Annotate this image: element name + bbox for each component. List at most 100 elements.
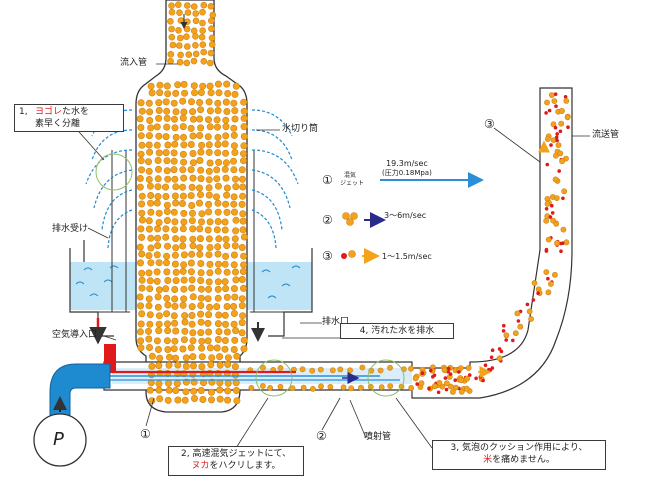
rice-grain bbox=[170, 157, 178, 165]
rice-grain bbox=[441, 367, 448, 374]
rice-grain bbox=[170, 99, 178, 107]
rice-grain bbox=[165, 379, 173, 387]
rice-grain bbox=[147, 192, 155, 200]
rice-grain bbox=[155, 259, 163, 267]
legend-name-1b: ジェット bbox=[340, 180, 365, 187]
rice-grain bbox=[147, 199, 155, 207]
rice-grain bbox=[240, 98, 248, 106]
rice-grain bbox=[189, 209, 197, 217]
rice-grain bbox=[188, 202, 196, 210]
rice-grain bbox=[188, 311, 196, 319]
rice-grain bbox=[457, 370, 461, 374]
rice-grain bbox=[504, 338, 509, 342]
rice-grain bbox=[531, 280, 538, 286]
rice-grain bbox=[137, 344, 145, 352]
rice-grain bbox=[188, 284, 196, 292]
rice-grain bbox=[154, 193, 162, 201]
rice-grain bbox=[207, 3, 215, 10]
rice-grain bbox=[221, 278, 229, 286]
rice-grain bbox=[198, 210, 206, 218]
rice-grain bbox=[196, 157, 204, 165]
callout-3-line1: 気泡のクッション作用により、 bbox=[462, 443, 588, 453]
callout-1-red: ヨゴレ bbox=[35, 107, 63, 117]
rice-grain bbox=[222, 320, 230, 328]
rice-grain bbox=[162, 233, 170, 241]
callout-3-red: 米 bbox=[483, 455, 493, 465]
rice-grain bbox=[215, 235, 223, 243]
rice-grain bbox=[179, 301, 187, 309]
rice-grain bbox=[154, 234, 162, 242]
rice-grain bbox=[544, 200, 551, 207]
rice-grain bbox=[216, 353, 224, 361]
rice-grain bbox=[180, 108, 188, 116]
rice-grain bbox=[184, 43, 191, 50]
rice-grain bbox=[146, 277, 154, 285]
rice-grain bbox=[198, 218, 206, 226]
rice-grain bbox=[197, 386, 205, 394]
rice-grain bbox=[138, 276, 146, 284]
rice-grain bbox=[146, 108, 154, 116]
rice-grain bbox=[170, 149, 178, 157]
rice-grain bbox=[408, 384, 415, 391]
rice-grain bbox=[146, 117, 154, 125]
rice-grain bbox=[387, 364, 393, 371]
callout-2-num: 2, bbox=[180, 449, 190, 459]
rice-grain bbox=[167, 50, 175, 58]
rice-grain bbox=[215, 311, 223, 319]
rice-grain bbox=[214, 218, 222, 226]
rice-grain bbox=[182, 388, 190, 396]
rice-grain bbox=[154, 242, 162, 250]
rice-grain bbox=[232, 276, 240, 284]
rice-grain bbox=[138, 141, 146, 149]
rice-grain bbox=[176, 58, 184, 66]
rice-grain bbox=[358, 384, 364, 391]
rice-grain bbox=[222, 159, 230, 167]
rice-grain bbox=[221, 311, 229, 319]
rice-grain bbox=[554, 104, 558, 108]
rice-grain bbox=[137, 302, 145, 310]
rice-grain bbox=[550, 211, 555, 215]
rice-grain bbox=[436, 379, 443, 386]
rice-grain bbox=[232, 82, 240, 90]
rice-grain bbox=[239, 226, 247, 234]
rice-grain bbox=[198, 344, 206, 352]
rice-grain bbox=[359, 364, 366, 371]
rice-grain bbox=[221, 260, 229, 268]
rice-grain bbox=[188, 98, 196, 106]
rice-grain bbox=[197, 294, 205, 302]
rice-grain bbox=[214, 285, 222, 293]
rice-grain bbox=[200, 57, 208, 65]
rice-grain bbox=[240, 261, 248, 269]
rice-grain bbox=[155, 165, 163, 173]
rice-grain bbox=[155, 114, 163, 122]
rice-grain bbox=[156, 354, 164, 362]
rice-grain bbox=[554, 240, 560, 247]
rice-grain bbox=[458, 388, 465, 395]
rice-grain bbox=[155, 380, 163, 388]
rice-grain bbox=[239, 192, 247, 200]
rice-grain bbox=[199, 41, 207, 49]
rice-grain bbox=[517, 323, 524, 330]
rice-grain bbox=[214, 335, 222, 343]
rice-grain bbox=[136, 183, 144, 191]
rice-grain bbox=[198, 353, 206, 361]
rice-grain bbox=[205, 200, 213, 208]
rice-grain bbox=[146, 311, 154, 319]
rice-grain bbox=[545, 289, 552, 296]
rice-grain bbox=[502, 323, 506, 328]
rice-grain bbox=[558, 108, 565, 114]
rice-grain bbox=[204, 319, 212, 327]
rice-grain bbox=[187, 344, 195, 352]
rice-grain bbox=[199, 8, 206, 16]
rice-grain bbox=[154, 293, 162, 301]
rice-grain bbox=[223, 242, 231, 250]
rice-grain bbox=[179, 123, 187, 131]
rice-grain bbox=[145, 252, 153, 260]
rice-grain bbox=[164, 141, 172, 149]
rice-grain bbox=[222, 252, 230, 260]
rice-grain bbox=[223, 208, 231, 216]
rice-grain bbox=[177, 51, 184, 59]
rice-grain bbox=[180, 80, 188, 88]
rice-grain bbox=[147, 244, 155, 252]
rice-grain bbox=[214, 267, 222, 275]
